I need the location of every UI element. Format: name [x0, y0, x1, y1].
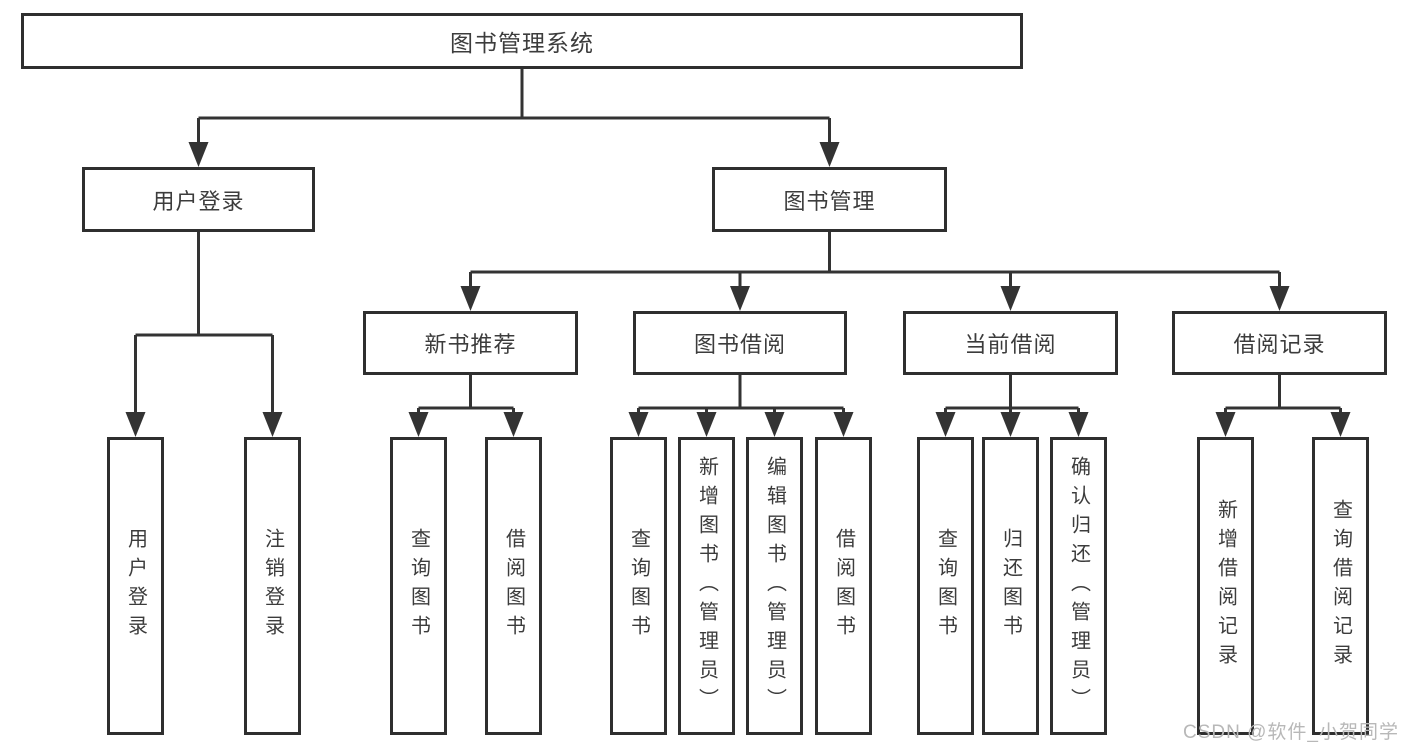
leaf-return-books-label: 归还图书	[999, 528, 1022, 644]
leaf-user-login-label: 用户登录	[124, 528, 147, 644]
watermark: CSDN @软件_小贺同学	[1183, 722, 1399, 743]
node-new-book-recommend-label: 新书推荐	[424, 332, 517, 357]
node-root-label: 图书管理系统	[450, 30, 594, 56]
leaf-add-books-admin-label: 新增图书（管理员）	[695, 455, 718, 717]
leaf-query-books-borrowing: 查询图书	[610, 437, 667, 735]
leaf-logout-login: 注销登录	[244, 437, 301, 735]
leaf-query-books-current-label: 查询图书	[934, 528, 957, 644]
node-book-management: 图书管理	[712, 167, 947, 232]
node-book-borrowing-label: 图书借阅	[693, 332, 786, 357]
node-user-login: 用户登录	[82, 167, 315, 232]
leaf-add-borrow-record: 新增借阅记录	[1197, 437, 1254, 735]
leaf-add-books-admin: 新增图书（管理员）	[678, 437, 735, 735]
node-new-book-recommend: 新书推荐	[363, 311, 578, 375]
leaf-add-borrow-record-label: 新增借阅记录	[1214, 499, 1237, 673]
leaf-edit-books-admin-label: 编辑图书（管理员）	[763, 455, 786, 717]
leaf-user-login: 用户登录	[107, 437, 164, 735]
leaf-borrow-books-borrowing: 借阅图书	[815, 437, 872, 735]
leaf-borrow-books-borrowing-label: 借阅图书	[832, 528, 855, 644]
node-current-borrowing-label: 当前借阅	[964, 332, 1057, 357]
leaf-query-books-recommend-label: 查询图书	[407, 528, 430, 644]
node-book-management-label: 图书管理	[783, 188, 876, 214]
node-current-borrowing: 当前借阅	[903, 311, 1118, 375]
leaf-query-books-recommend: 查询图书	[390, 437, 447, 735]
leaf-confirm-return-admin-label: 确认归还（管理员）	[1067, 455, 1090, 717]
leaf-query-borrow-record-label: 查询借阅记录	[1329, 499, 1352, 673]
node-book-borrowing: 图书借阅	[633, 311, 847, 375]
leaf-query-books-current: 查询图书	[917, 437, 974, 735]
leaf-logout-login-label: 注销登录	[261, 528, 284, 644]
leaf-query-borrow-record: 查询借阅记录	[1312, 437, 1369, 735]
leaf-borrow-books-recommend: 借阅图书	[485, 437, 542, 735]
node-root: 图书管理系统	[21, 13, 1023, 69]
leaf-confirm-return-admin: 确认归还（管理员）	[1050, 437, 1107, 735]
node-borrowing-records-label: 借阅记录	[1233, 332, 1326, 357]
leaf-return-books: 归还图书	[982, 437, 1039, 735]
leaf-query-books-borrowing-label: 查询图书	[627, 528, 650, 644]
node-borrowing-records: 借阅记录	[1172, 311, 1387, 375]
leaf-borrow-books-recommend-label: 借阅图书	[502, 528, 525, 644]
node-user-login-label: 用户登录	[152, 188, 245, 214]
leaf-edit-books-admin: 编辑图书（管理员）	[746, 437, 803, 735]
